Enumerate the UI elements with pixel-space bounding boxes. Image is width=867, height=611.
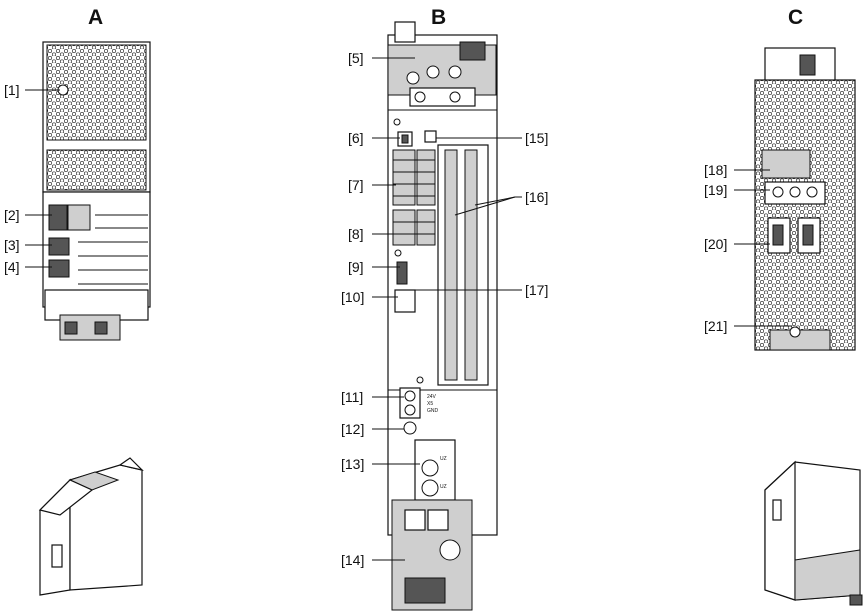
device-a-isometric (38, 457, 144, 596)
callout-13: [13] (341, 456, 364, 472)
callout-5: [5] (348, 50, 364, 66)
callout-1: [1] (4, 82, 20, 98)
callout-20: [20] (704, 236, 727, 252)
callout-17: [17] (525, 282, 548, 298)
callout-15: [15] (525, 130, 548, 146)
device-c-front (754, 47, 856, 351)
callout-2: [2] (4, 207, 20, 223)
callout-8: [8] (348, 226, 364, 242)
callout-16: [16] (525, 189, 548, 205)
callout-3: [3] (4, 237, 20, 253)
callout-9: [9] (348, 259, 364, 275)
callout-4: [4] (4, 259, 20, 275)
callout-7: [7] (348, 177, 364, 193)
mark-uz-minus: UZ (440, 484, 447, 490)
view-title-c: C (788, 6, 803, 29)
callout-14: [14] (341, 552, 364, 568)
callout-12: [12] (341, 421, 364, 437)
callout-11: [11] (341, 389, 363, 405)
view-title-a: A (88, 6, 103, 29)
device-b-front: 24V X5 GND UZ UZ (387, 21, 498, 611)
mark-x5: X5 (427, 401, 433, 407)
mark-uz-plus: UZ (440, 456, 447, 462)
callout-19: [19] (704, 182, 727, 198)
mark-gnd: GND (427, 408, 439, 414)
callout-6: [6] (348, 130, 364, 146)
device-a-front (42, 41, 151, 341)
view-title-b: B (431, 6, 446, 29)
callout-21: [21] (704, 318, 727, 334)
device-c-isometric (764, 460, 863, 606)
callout-10: [10] (341, 289, 364, 305)
callout-18: [18] (704, 162, 727, 178)
mark-24v: 24V (427, 394, 437, 400)
